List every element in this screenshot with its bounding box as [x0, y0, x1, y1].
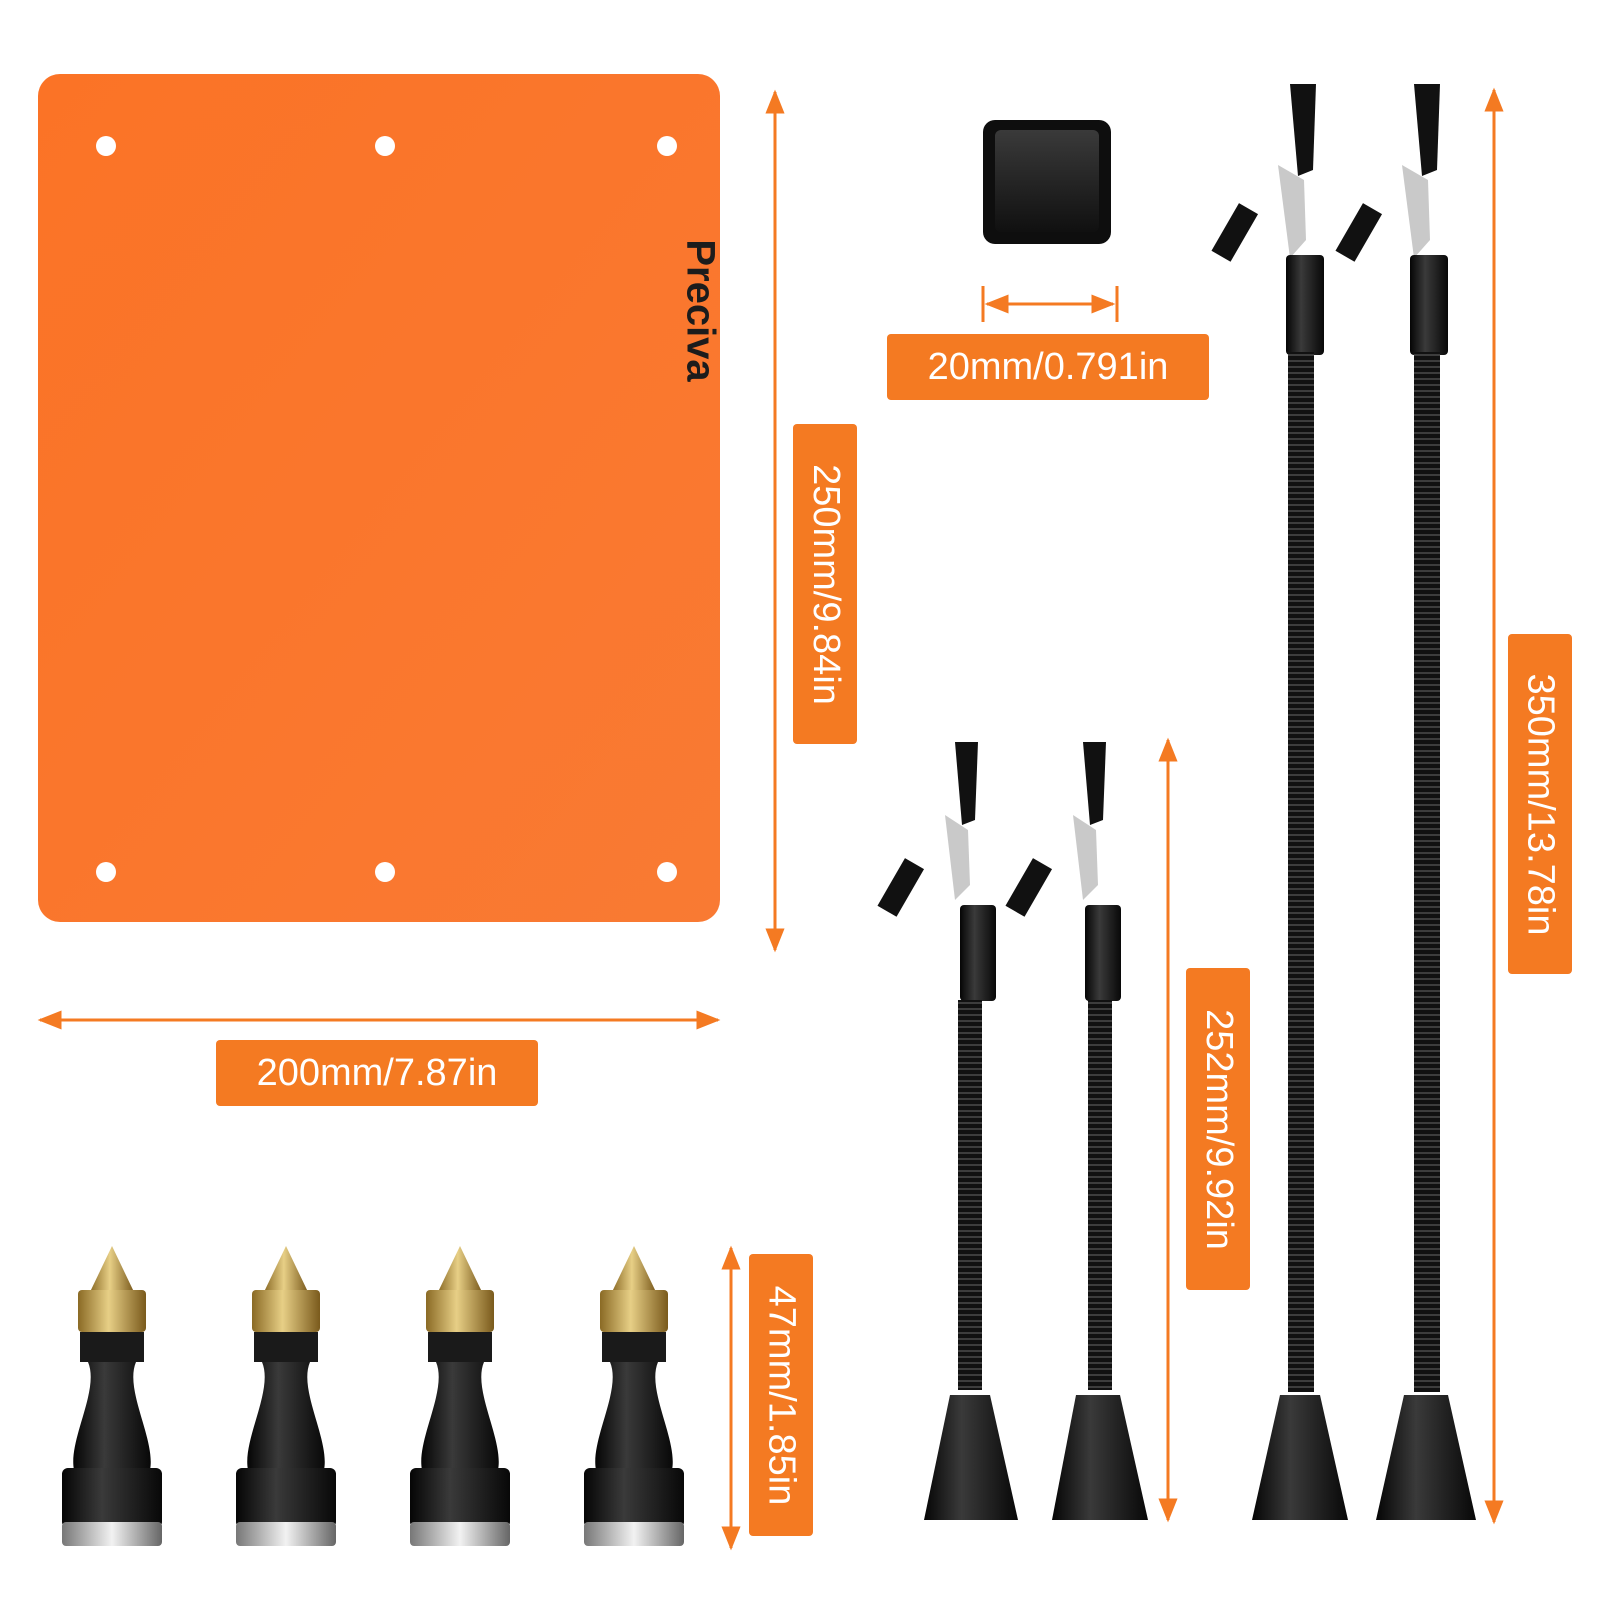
pad-width-label: 20mm/0.791in — [887, 334, 1209, 400]
long-arm-length-label: 350mm/13.78in — [1508, 634, 1572, 974]
pad-width-arrow — [981, 286, 1119, 322]
plate-height-label: 250mm/9.84in — [793, 424, 857, 744]
post-height-label: 47mm/1.85in — [749, 1254, 813, 1536]
short-arm-length-label: 252mm/9.92in — [1186, 968, 1250, 1290]
rubber-pad — [983, 120, 1111, 244]
short-helping-arm — [877, 742, 1018, 1520]
magnetic-post — [62, 1246, 162, 1546]
magnetic-post — [584, 1246, 684, 1546]
plate-width-label: 200mm/7.87in — [216, 1040, 538, 1106]
magnetic-post — [410, 1246, 510, 1546]
short-helping-arm — [1005, 742, 1148, 1520]
mount-hole — [96, 862, 116, 882]
magnetic-post — [236, 1246, 336, 1546]
mount-hole — [375, 136, 395, 156]
mount-hole — [657, 862, 677, 882]
mount-hole — [96, 136, 116, 156]
long-helping-arm — [1211, 84, 1348, 1520]
long-helping-arm — [1335, 84, 1476, 1520]
work-plate — [38, 74, 720, 922]
mount-hole — [657, 136, 677, 156]
mount-hole — [375, 862, 395, 882]
brand-logo: Preciva — [678, 239, 723, 382]
